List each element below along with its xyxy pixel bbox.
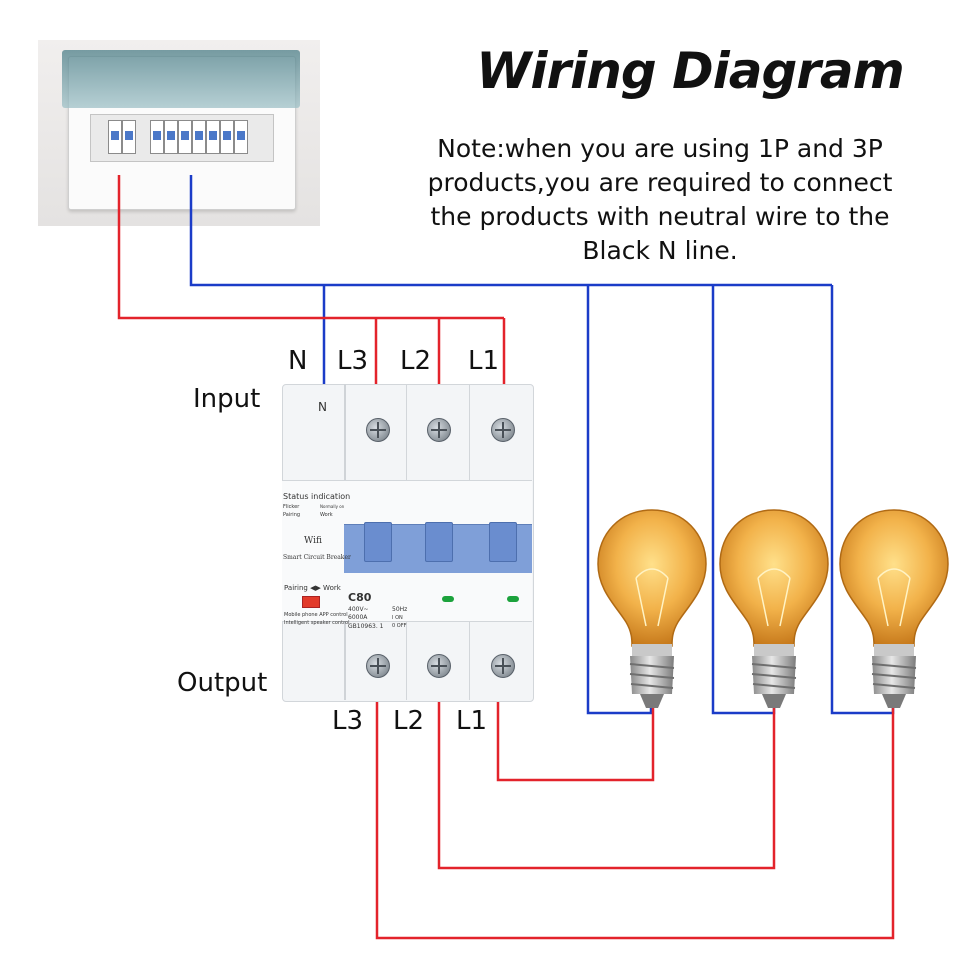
panel-mcb bbox=[122, 120, 136, 154]
neutral-wire-main bbox=[189, 175, 832, 287]
standard-label: GB10963. 1 bbox=[348, 623, 384, 630]
output-terminal-l1: L1 bbox=[456, 706, 488, 736]
rating-label: C80 bbox=[348, 591, 372, 604]
status-led bbox=[507, 596, 519, 602]
input-screw-l2 bbox=[427, 418, 451, 442]
voltage-label: 400V~ bbox=[348, 606, 369, 613]
breaker-handle-l1 bbox=[489, 522, 517, 562]
input-screw-l3 bbox=[366, 418, 390, 442]
capacity-label: 6000A bbox=[348, 614, 368, 621]
frequency-label: 50Hz bbox=[392, 606, 408, 613]
status-led bbox=[442, 596, 454, 602]
normally-on-label: Normally on bbox=[320, 504, 345, 509]
input-terminal-n: N bbox=[288, 346, 308, 376]
note-line: products,you are required to connect bbox=[427, 168, 893, 197]
panel-mcb bbox=[150, 120, 164, 154]
panel-mcb bbox=[164, 120, 178, 154]
app-control-label: Mobile phone APP control bbox=[284, 612, 348, 618]
light-bulb-icon bbox=[839, 509, 949, 708]
breaker-handle-l3 bbox=[364, 522, 392, 562]
panel-mcb bbox=[234, 120, 248, 154]
panel-mcb bbox=[206, 120, 220, 154]
pairing-work-label: Pairing ◀▶ Work bbox=[284, 584, 341, 592]
input-terminal-l3: L3 bbox=[337, 346, 369, 376]
panel-mcb bbox=[108, 120, 122, 154]
pairing-button[interactable] bbox=[302, 596, 320, 608]
output-screw-l2 bbox=[427, 654, 451, 678]
product-name-label: Smart Circuit Breaker bbox=[283, 554, 351, 561]
live-wire-output-l2 bbox=[437, 666, 776, 870]
panel-mcb bbox=[178, 120, 192, 154]
off-label: 0 OFF bbox=[392, 623, 407, 629]
panel-transparent-lid bbox=[62, 50, 300, 108]
note-line: Black N line. bbox=[582, 236, 738, 265]
panel-mcb bbox=[192, 120, 206, 154]
output-label: Output bbox=[177, 668, 268, 698]
breaker-handle-l2 bbox=[425, 522, 453, 562]
smart-circuit-breaker-image: N Status indication Flicker Pairing Norm… bbox=[282, 384, 534, 702]
status-indication-label: Status indication bbox=[283, 492, 351, 501]
output-screw-l3 bbox=[366, 654, 390, 678]
input-terminal-l2: L2 bbox=[400, 346, 432, 376]
light-bulb-icon bbox=[719, 509, 829, 708]
output-screw-l1 bbox=[491, 654, 515, 678]
output-terminal-l3: L3 bbox=[332, 706, 364, 736]
flicker-label: Flicker bbox=[283, 504, 300, 510]
light-bulb-icon bbox=[597, 509, 707, 708]
wifi-label: Wifi bbox=[304, 536, 322, 546]
neutral-mark: N bbox=[318, 400, 327, 414]
input-terminal-l1: L1 bbox=[468, 346, 500, 376]
live-wire-output-l1 bbox=[496, 666, 655, 782]
panel-mcb bbox=[220, 120, 234, 154]
input-screw-l1 bbox=[491, 418, 515, 442]
output-terminal-l2: L2 bbox=[393, 706, 425, 736]
live-wire-output-l3 bbox=[375, 666, 895, 940]
distribution-panel-image bbox=[38, 40, 320, 226]
diagram-title: Wiring Diagram bbox=[476, 42, 905, 100]
on-label: I ON bbox=[392, 615, 403, 621]
work-small-label: Work bbox=[320, 512, 333, 518]
note-line: the products with neutral wire to the bbox=[430, 202, 890, 231]
pairing-small-label: Pairing bbox=[283, 512, 301, 518]
input-label: Input bbox=[193, 384, 261, 414]
speaker-control-label: Intelligent speaker control bbox=[284, 620, 350, 626]
note-text: Note:when you are using 1P and 3P produc… bbox=[380, 132, 940, 268]
note-line: Note:when you are using 1P and 3P bbox=[437, 134, 883, 163]
